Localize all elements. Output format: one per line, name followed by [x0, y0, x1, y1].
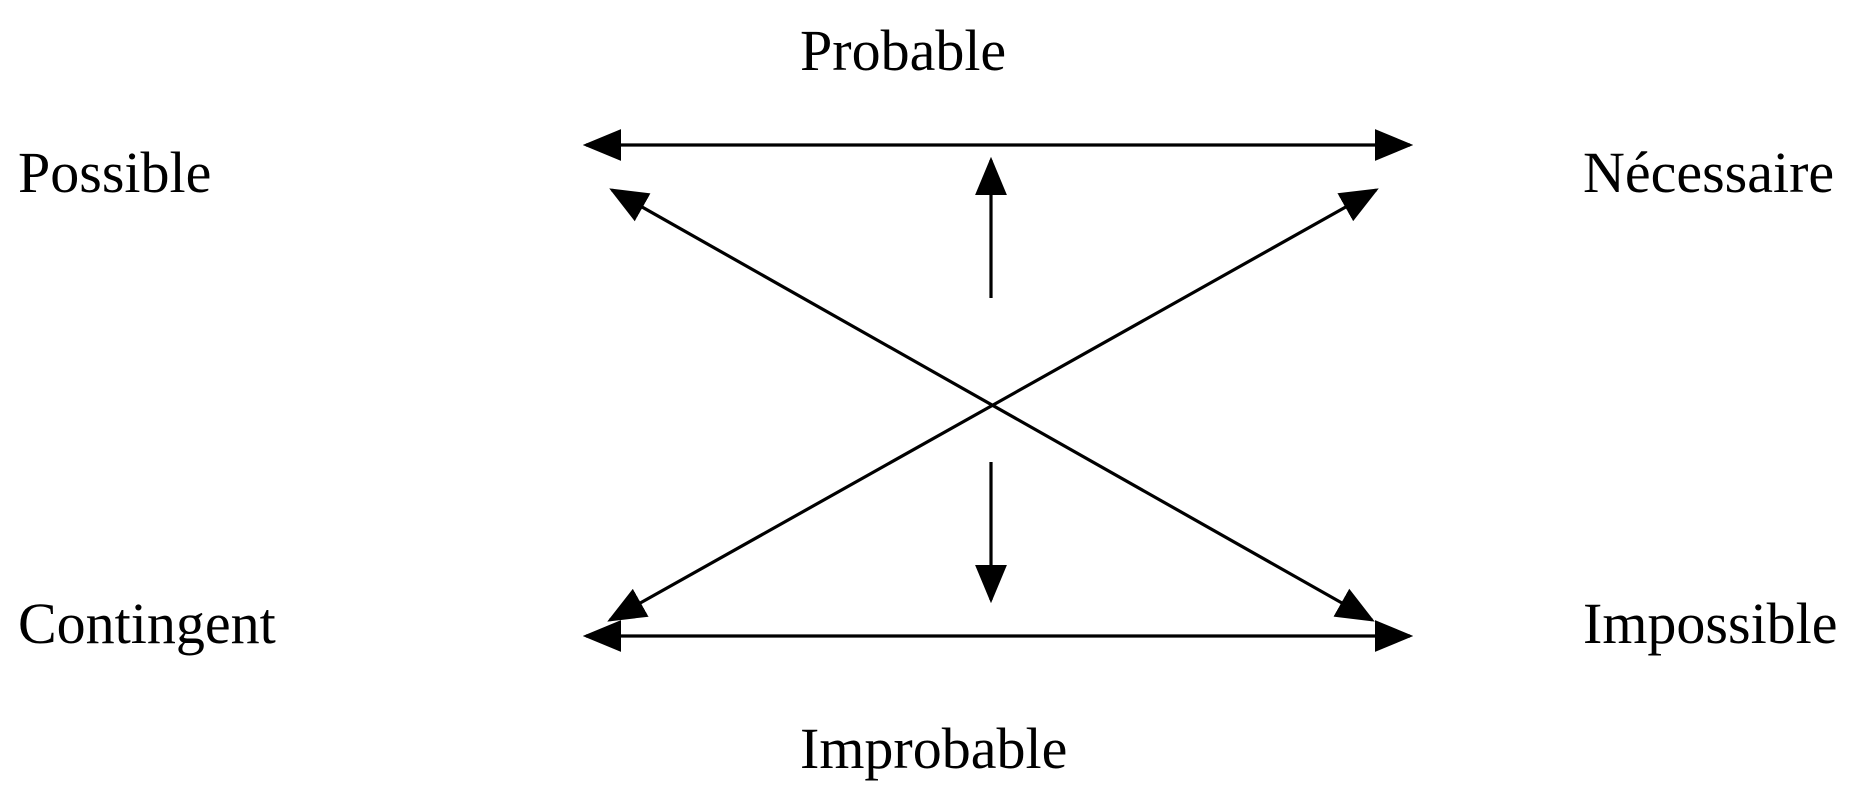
label-probable: Probable — [800, 18, 1006, 83]
label-necessaire: Nécessaire — [1583, 140, 1834, 205]
label-improbable: Improbable — [800, 716, 1067, 781]
label-possible: Possible — [18, 140, 211, 205]
label-impossible: Impossible — [1583, 591, 1838, 656]
label-contingent: Contingent — [18, 591, 276, 656]
arrow-diagonal-necessaire-contingent — [607, 188, 1379, 622]
